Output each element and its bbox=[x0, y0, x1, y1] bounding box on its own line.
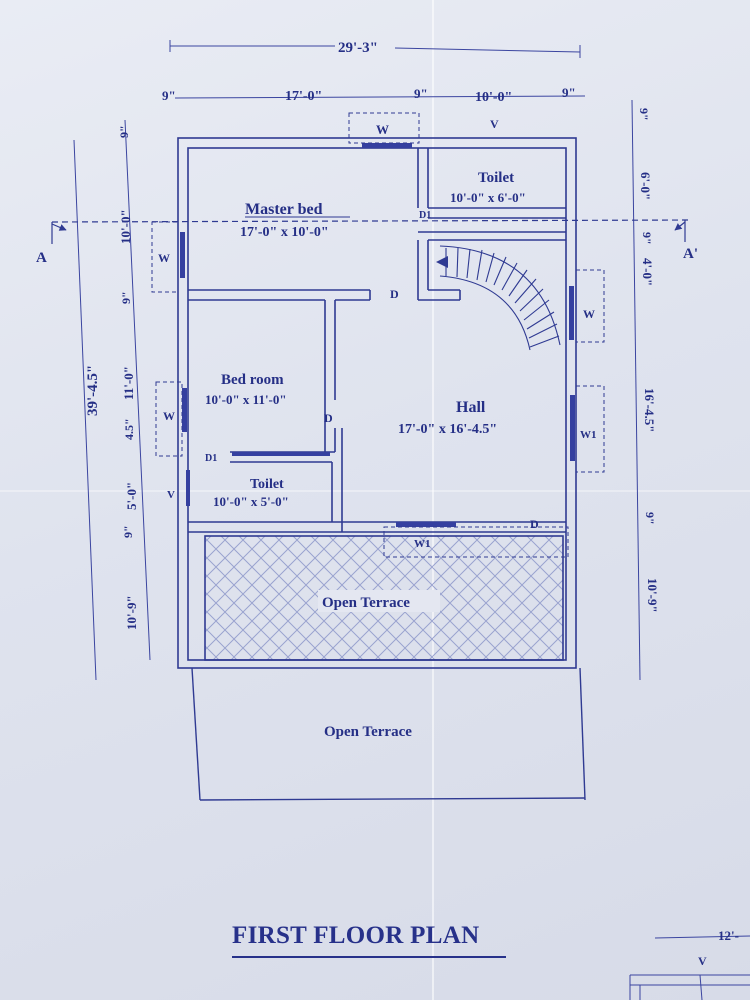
top-dim-right-wall: 9" bbox=[562, 85, 576, 100]
section-label-right: A' bbox=[683, 246, 698, 262]
right-dim-wall2: 9" bbox=[640, 232, 654, 245]
right-dim-terrace: 10'-9" bbox=[645, 578, 660, 613]
master-bed-size: 17'-0" x 10'-0" bbox=[240, 225, 329, 240]
top-dim-mid-wall: 9" bbox=[414, 86, 428, 101]
tag-w1-right: W1 bbox=[580, 429, 597, 441]
tag-w1-bottom: W1 bbox=[414, 538, 431, 550]
terrace2-name: Open Terrace bbox=[324, 724, 412, 740]
tag-d-master: D bbox=[390, 287, 399, 301]
left-dim-wall1: 9" bbox=[117, 125, 131, 138]
terrace1-label-bg bbox=[318, 590, 440, 612]
left-dim-bed: 11'-0" bbox=[121, 366, 136, 400]
paper-fold-vertical bbox=[432, 0, 434, 1000]
left-dim-wall4: 9" bbox=[121, 525, 135, 538]
next-plan-fragment bbox=[629, 935, 750, 1000]
tag-d-hall: D bbox=[530, 517, 539, 531]
hall-name: Hall bbox=[456, 399, 486, 416]
right-dim-wall3: 9" bbox=[643, 512, 657, 525]
right-dim-hall: 16'-4.5" bbox=[642, 388, 657, 432]
stair-arrow-icon bbox=[436, 256, 448, 268]
right-dim-wall1: 9" bbox=[637, 108, 651, 121]
plan-title: FIRST FLOOR PLAN bbox=[232, 922, 480, 949]
overall-depth-label: 39'-4.5" bbox=[85, 365, 101, 416]
toilet-top-name: Toilet bbox=[478, 170, 514, 186]
tag-d-bed: D bbox=[324, 411, 333, 425]
window-projections bbox=[151, 112, 605, 558]
toilet-small-name: Toilet bbox=[250, 477, 284, 492]
section-line bbox=[51, 219, 691, 244]
hall-size: 17'-0" x 16'-4.5" bbox=[398, 422, 497, 437]
master-bed-name: Master bed bbox=[245, 201, 323, 218]
paper-fold-horizontal bbox=[0, 490, 750, 492]
window-bars bbox=[180, 143, 575, 527]
lower-terrace-outline bbox=[191, 667, 586, 801]
terrace1-name: Open Terrace bbox=[322, 595, 410, 611]
next-plan-dim: 12'- bbox=[718, 928, 739, 943]
tag-w-top: W bbox=[376, 122, 389, 137]
tag-d1-top: D1 bbox=[419, 210, 431, 221]
tag-w-right-upper: W bbox=[583, 307, 595, 321]
left-dim-wall2: 9" bbox=[119, 291, 133, 304]
walls bbox=[177, 137, 577, 669]
left-dim-toilet: 5'-0" bbox=[124, 482, 139, 510]
overall-width-label: 29'-3" bbox=[338, 40, 378, 56]
right-dim-gap: 4'-0" bbox=[640, 258, 655, 286]
section-label-left: A bbox=[36, 250, 47, 266]
top-dimension-line bbox=[174, 95, 586, 99]
right-dimension-line bbox=[631, 99, 641, 681]
tag-v-top: V bbox=[490, 117, 499, 131]
left-dim-master: 10'-0" bbox=[118, 209, 133, 244]
toilet-small-size: 10'-0" x 5'-0" bbox=[213, 494, 289, 509]
plan-title-underline bbox=[232, 956, 506, 958]
top-dim-master: 17'-0" bbox=[285, 89, 322, 104]
left-dim-terrace: 10'-9" bbox=[124, 595, 139, 630]
next-plan-v-tag: V bbox=[698, 954, 707, 968]
top-dim-toilet: 10'-0" bbox=[475, 90, 512, 105]
bedroom-size: 10'-0" x 11'-0" bbox=[205, 392, 287, 407]
right-dim-toilet: 6'-0" bbox=[638, 172, 653, 200]
top-dim-left-wall: 9" bbox=[162, 88, 176, 103]
tag-d1-bed: D1 bbox=[205, 453, 217, 464]
left-dimension-lines bbox=[73, 119, 151, 681]
spiral-staircase bbox=[439, 245, 561, 351]
left-dim-wall3: 4.5" bbox=[122, 418, 136, 440]
overall-width-dimension bbox=[169, 40, 581, 58]
tag-w-bed-left: W bbox=[163, 409, 175, 423]
toilet-top-size: 10'-0" x 6'-0" bbox=[450, 190, 526, 205]
tag-w-master-left: W bbox=[158, 251, 170, 265]
bedroom-name: Bed room bbox=[221, 372, 284, 388]
tag-v-left: V bbox=[167, 489, 175, 501]
